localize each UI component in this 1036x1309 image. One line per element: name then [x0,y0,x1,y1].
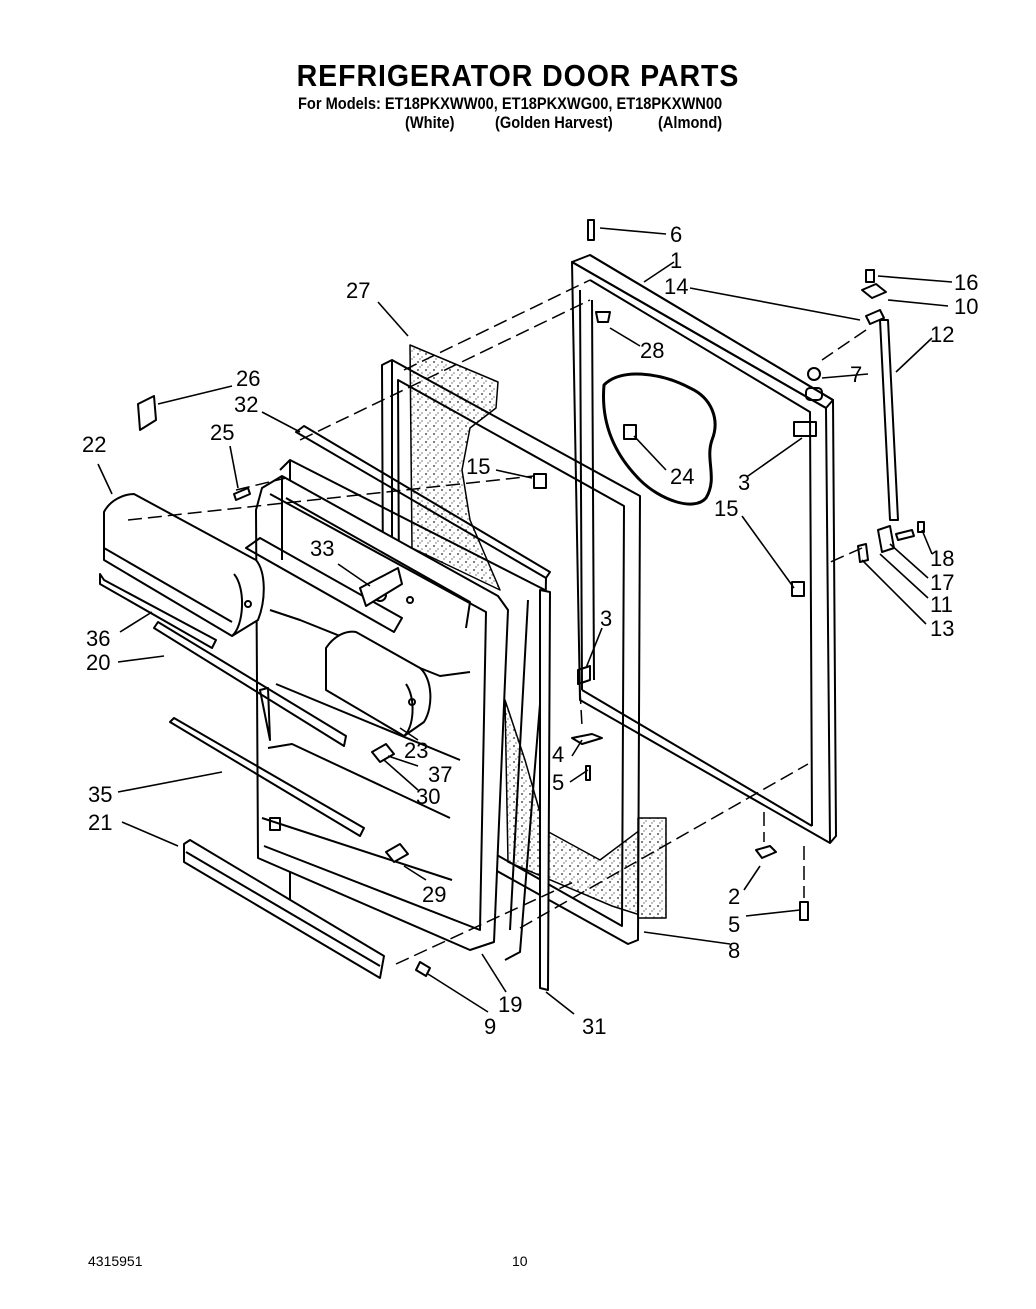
callout-20: 20 [86,650,110,675]
assembly-lines [127,279,867,965]
callout-9: 9 [484,1014,496,1039]
small-parts [137,219,925,991]
callout-26: 26 [236,366,260,391]
callout-12: 12 [930,322,954,347]
callout-5b: 5 [728,912,740,937]
document-number: 4315951 [88,1253,143,1269]
callout-32: 32 [234,392,258,417]
callout-19: 19 [498,992,522,1017]
callout-11: 11 [930,592,953,617]
callout-6: 6 [670,222,682,247]
door-bin-upper [103,493,265,637]
callout-18: 18 [930,546,954,571]
callout-17: 17 [930,570,954,595]
callout-14: 14 [664,274,688,299]
callout-16: 16 [954,270,978,295]
callout-3b: 3 [600,606,612,631]
callout-22: 22 [82,432,106,457]
callout-15a: 15 [466,454,490,479]
callout-31: 31 [582,1014,606,1039]
callout-4: 4 [552,742,564,767]
callout-5a: 5 [552,770,564,795]
callout-28: 28 [640,338,664,363]
page-title: REFRIGERATOR DOOR PARTS [296,58,740,93]
callout-24: 24 [670,464,694,489]
color-almond: (Almond) [658,113,723,132]
callout-13: 13 [930,616,954,641]
color-golden-harvest: (Golden Harvest) [495,113,613,132]
callout-1: 1 [670,248,682,273]
callout-33: 33 [310,536,334,561]
callout-29: 29 [422,882,446,907]
page-number: 10 [512,1253,528,1269]
door-bin-middle [325,630,432,737]
model-list: For Models: ET18PKXWW00, ET18PKXWG00, ET… [298,94,723,113]
callout-37: 37 [428,762,452,787]
callout-3a: 3 [738,470,750,495]
callout-23: 23 [404,738,428,763]
outer-door-panel [571,254,837,844]
callout-21: 21 [88,810,112,835]
callout-labels: 6 1 16 10 14 12 27 28 7 26 32 25 24 22 1… [82,222,978,1039]
callout-10: 10 [954,294,978,319]
callout-2: 2 [728,884,740,909]
callout-36: 36 [86,626,110,651]
callout-7: 7 [850,362,862,387]
callout-8: 8 [728,938,740,963]
color-white: (White) [405,113,455,132]
callout-27: 27 [346,278,370,303]
callout-leaders [97,227,953,1015]
shelf-retainer-bars [99,573,385,979]
callout-15b: 15 [714,496,738,521]
callout-35: 35 [88,782,112,807]
callout-30: 30 [416,784,440,809]
callout-25: 25 [210,420,234,445]
